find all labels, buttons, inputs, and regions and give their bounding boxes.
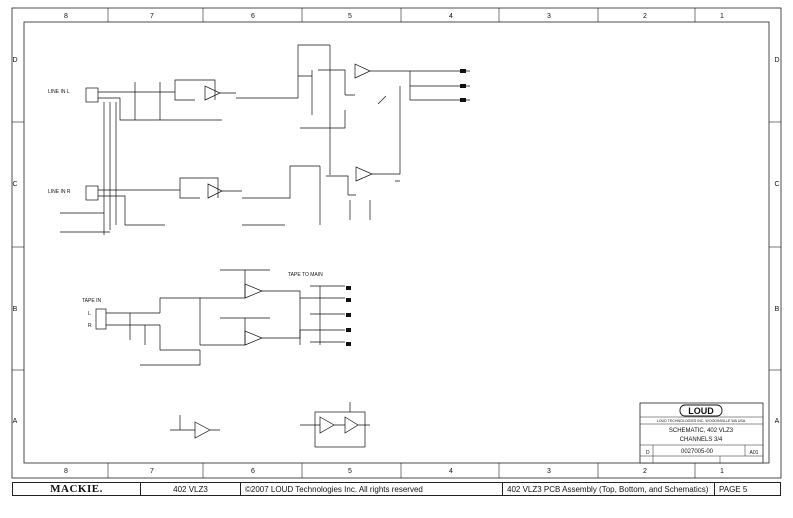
grid-col-5-bottom: 5	[348, 468, 352, 475]
grid-col-4-bottom: 4	[449, 468, 453, 475]
circuit-labels: LINE IN L LINE IN R TAPE IN L R TAPE TO …	[48, 89, 323, 329]
drawing-title: SCHEMATIC, 402 VLZ3	[669, 428, 734, 434]
grid-row-c-left: C	[12, 181, 17, 188]
label-tape-in-l: L	[88, 311, 91, 317]
sheet-size: D	[646, 450, 650, 456]
grid-row-a-left: A	[13, 418, 18, 425]
footer-brand-logo: MACKIE.	[13, 483, 141, 495]
tape-in-jack	[95, 308, 107, 330]
grid-row-d-left: D	[12, 57, 17, 64]
grid-col-5-top: 5	[348, 13, 352, 20]
revision: A01	[750, 450, 759, 456]
grid-col-1-bottom: 1	[720, 468, 724, 475]
label-tape-in-r: R	[88, 323, 92, 329]
grid-row-a-right: A	[775, 418, 780, 425]
grid-row-b-left: B	[13, 306, 18, 313]
title-block: LOUD LOUD TECHNOLOGIES INC. WOODINVILLE …	[639, 402, 764, 464]
grid-row-c-right: C	[774, 181, 779, 188]
grid-col-6-top: 6	[251, 13, 255, 20]
label-line-in-r: LINE IN R	[48, 189, 71, 195]
line-in-r-jack	[85, 185, 99, 201]
loud-logo-badge	[679, 404, 723, 417]
grid-row-ticks	[12, 121, 781, 371]
drawing-area-border	[23, 21, 770, 464]
grid-col-2-top: 2	[643, 13, 647, 20]
grid-col-8-bottom: 8	[64, 468, 68, 475]
grid-row-d-right: D	[774, 57, 779, 64]
footer-copyright: ©2007 LOUD Technologies Inc. All rights …	[241, 483, 503, 495]
circuit-wiring	[60, 44, 470, 448]
loud-logo-text: LOUD	[688, 406, 714, 416]
line-in-l-jack	[85, 87, 99, 103]
grid-row-b-right: B	[775, 306, 780, 313]
grid-row-labels: D C B A D C B A	[12, 57, 779, 425]
grid-column-ticks	[107, 8, 696, 478]
sheet-border	[11, 7, 782, 479]
grid-col-4-top: 4	[449, 13, 453, 20]
output-connector-flags	[346, 69, 466, 346]
grid-col-2-bottom: 2	[643, 468, 647, 475]
footer-model: 402 VLZ3	[141, 483, 241, 495]
footer-description: 402 VLZ3 PCB Assembly (Top, Bottom, and …	[503, 483, 715, 495]
label-tape-in: TAPE IN	[82, 298, 101, 304]
grid-col-7-bottom: 7	[150, 468, 154, 475]
grid-col-8-top: 8	[64, 13, 68, 20]
label-tape-to-main: TAPE TO MAIN	[288, 272, 323, 278]
company-name: LOUD TECHNOLOGIES INC. WOODINVILLE WA US…	[657, 419, 746, 423]
label-line-in-l: LINE IN L	[48, 89, 70, 95]
grid-column-labels-top: 8 7 6 5 4 3 2 1	[64, 13, 724, 20]
grid-col-7-top: 7	[150, 13, 154, 20]
footer-strip: MACKIE. 402 VLZ3 ©2007 LOUD Technologies…	[12, 482, 781, 496]
drawing-subtitle: CHANNELS 3/4	[680, 437, 723, 443]
footer-page-number: PAGE 5	[719, 484, 748, 494]
document-number: 0027005-00	[681, 449, 714, 455]
grid-column-labels-bottom: 8 7 6 5 4 3 2 1	[64, 468, 724, 475]
grid-col-3-top: 3	[547, 13, 551, 20]
grid-col-1-top: 1	[720, 13, 724, 20]
grid-col-6-bottom: 6	[251, 468, 255, 475]
grid-col-3-bottom: 3	[547, 468, 551, 475]
